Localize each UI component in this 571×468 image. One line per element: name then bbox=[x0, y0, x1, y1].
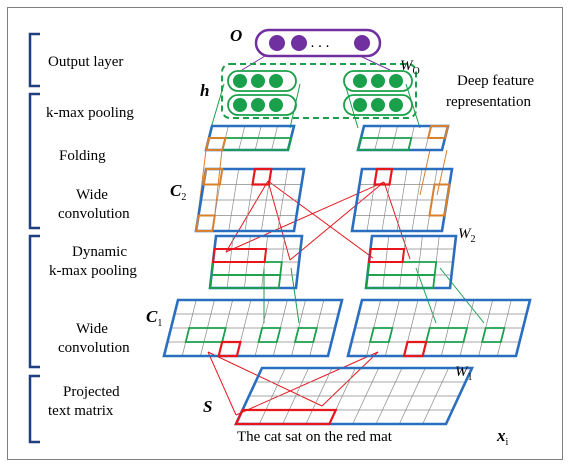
orange-cell bbox=[202, 168, 224, 186]
label-dynamic: Dynamic bbox=[72, 244, 127, 260]
label-convolution-2: convolution bbox=[58, 340, 130, 356]
h-left-bottom-row bbox=[227, 94, 297, 116]
green-cells bbox=[184, 327, 227, 343]
h-dashed-box bbox=[221, 63, 417, 119]
h-node bbox=[251, 74, 265, 88]
h-node bbox=[353, 74, 367, 88]
orange-cell bbox=[194, 214, 217, 232]
layer-labels: Output layer k-max pooling Folding Wide … bbox=[46, 54, 137, 419]
h-node bbox=[269, 98, 283, 112]
h-node bbox=[251, 98, 265, 112]
grid-c2-right bbox=[350, 167, 454, 233]
h-nodes bbox=[233, 74, 403, 112]
orange-cell bbox=[428, 183, 451, 217]
h-node bbox=[371, 98, 385, 112]
green-cells bbox=[366, 261, 438, 276]
grid-border bbox=[233, 366, 475, 426]
grid-sentence bbox=[233, 366, 475, 426]
var-W2: W2 bbox=[458, 226, 476, 245]
connections-bottom-red bbox=[207, 351, 379, 416]
green-cells bbox=[356, 137, 413, 151]
output-capsule bbox=[254, 28, 382, 58]
label-wide: Wide bbox=[76, 187, 108, 203]
label-folding: Folding bbox=[59, 148, 106, 164]
h-node bbox=[371, 74, 385, 88]
sentence-label: The cat sat on the red mat bbox=[237, 429, 393, 445]
green-cells bbox=[481, 327, 506, 343]
highlight-cells bbox=[184, 125, 506, 426]
h-node bbox=[233, 98, 247, 112]
orange-cell bbox=[204, 137, 227, 151]
grid-border bbox=[346, 298, 532, 358]
label-projected: Projected bbox=[63, 384, 120, 400]
h-node bbox=[233, 74, 247, 88]
label-output-layer: Output layer bbox=[48, 54, 123, 70]
red-cell bbox=[373, 167, 394, 186]
orange-cell bbox=[426, 125, 450, 139]
var-C1: C1 bbox=[146, 307, 162, 329]
var-C2: C2 bbox=[170, 181, 186, 203]
label-text-matrix: text matrix bbox=[48, 403, 114, 419]
red-cell bbox=[211, 248, 268, 263]
label-dynamic-kmax: k-max pooling bbox=[49, 263, 137, 279]
bracket-pooling-folding-conv bbox=[28, 92, 40, 230]
green-cells bbox=[210, 261, 283, 276]
var-WO: WO bbox=[400, 58, 420, 77]
grid-border bbox=[350, 167, 454, 233]
label-convolution: convolution bbox=[58, 206, 130, 222]
output-node bbox=[354, 35, 370, 51]
green-cells bbox=[369, 327, 394, 343]
output-block: . . . bbox=[254, 28, 382, 58]
var-xi: xi bbox=[496, 426, 509, 448]
green-cells bbox=[293, 327, 318, 343]
bracket-dynamic-conv bbox=[28, 234, 40, 369]
grid-c2-left bbox=[194, 167, 306, 233]
var-W1: W1 bbox=[455, 364, 473, 383]
var-S: S bbox=[203, 397, 212, 416]
h-node bbox=[389, 74, 403, 88]
representation-label: representation bbox=[446, 94, 531, 110]
layer-brackets bbox=[28, 32, 40, 444]
green-cells bbox=[257, 327, 282, 343]
output-node bbox=[269, 35, 285, 51]
output-ellipsis: . . . bbox=[311, 35, 330, 51]
h-left-top-row bbox=[227, 70, 297, 92]
grid-border bbox=[194, 167, 306, 233]
h-node bbox=[353, 98, 367, 112]
variable-labels: O h WO C2 W2 C1 W1 S xi bbox=[146, 26, 509, 448]
figure-border bbox=[7, 7, 563, 460]
green-cells bbox=[425, 327, 469, 343]
var-O: O bbox=[230, 26, 242, 45]
bracket-projected bbox=[28, 374, 40, 444]
label-kmax-pooling: k-max pooling bbox=[46, 105, 134, 121]
label-wide-2: Wide bbox=[76, 321, 108, 337]
h-node bbox=[389, 98, 403, 112]
red-cell bbox=[402, 340, 428, 358]
deep-feature-block bbox=[221, 63, 417, 119]
bracket-output bbox=[28, 32, 40, 88]
h-node bbox=[269, 74, 283, 88]
h-right-top-row bbox=[343, 70, 413, 92]
red-cell bbox=[251, 167, 273, 186]
red-cell bbox=[367, 248, 406, 263]
deep-feature-label: Deep feature bbox=[457, 73, 534, 89]
h-right-bottom-row bbox=[343, 94, 413, 116]
grid-border bbox=[162, 298, 344, 358]
red-window bbox=[234, 408, 338, 426]
right-annotations: Deep feature representation The cat sat … bbox=[237, 73, 534, 445]
red-cell bbox=[217, 340, 242, 358]
connections-orange bbox=[195, 149, 448, 232]
var-h: h bbox=[200, 81, 209, 100]
output-node bbox=[291, 35, 307, 51]
